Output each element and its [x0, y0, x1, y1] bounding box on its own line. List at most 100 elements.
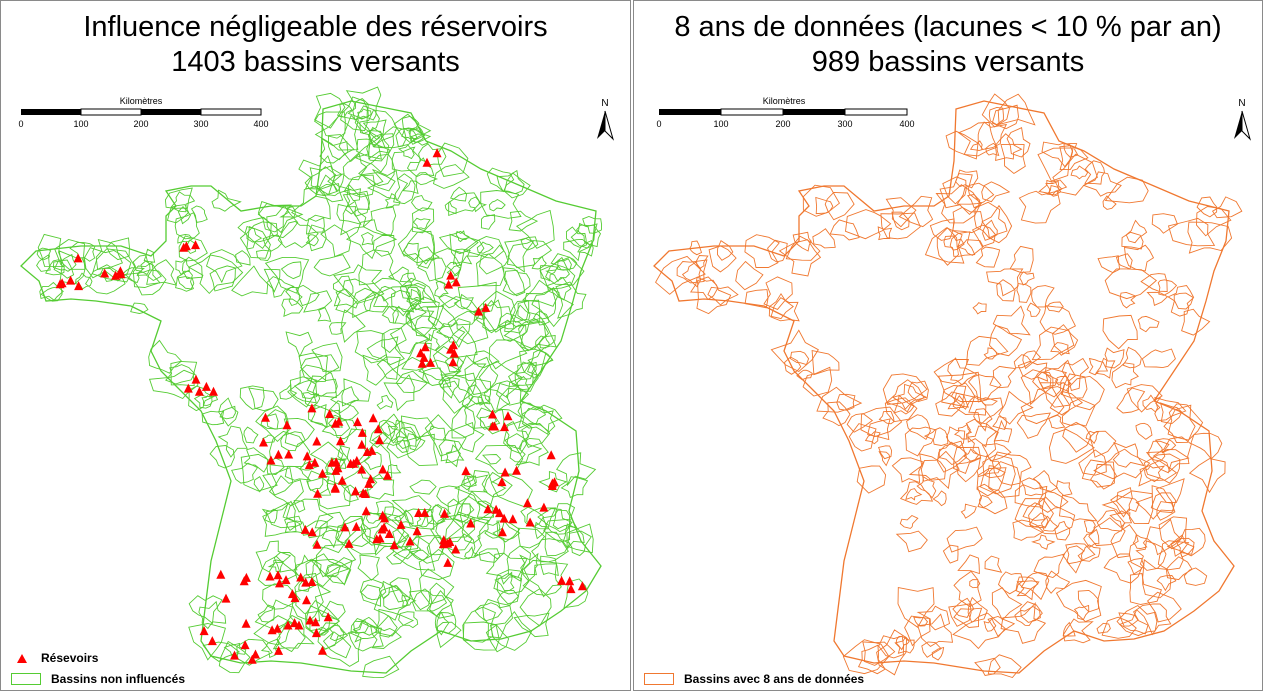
basin-outline: [1165, 556, 1193, 581]
reservoir-triangle-icon: [546, 450, 556, 460]
reservoir-triangle-icon: [443, 557, 453, 567]
basin-outline: [408, 590, 431, 611]
basin-outline: [392, 305, 413, 325]
basin-outline: [383, 585, 411, 611]
basin-outline: [1062, 545, 1084, 565]
basin-outline: [1095, 357, 1116, 379]
basin-outline: [979, 397, 998, 406]
basin-outline: [1052, 153, 1098, 196]
basin-outline: [375, 500, 395, 520]
orange-box-icon: [644, 673, 674, 685]
basin-outline: [219, 405, 236, 420]
reservoir-triangle-icon: [439, 535, 449, 545]
basin-outline: [976, 467, 1007, 497]
basin-outline: [399, 277, 437, 303]
basin-outline: [444, 200, 457, 215]
basin-outline: [165, 364, 195, 385]
basin-outline: [464, 356, 499, 395]
basin-outline: [387, 266, 413, 287]
basin-outline: [1041, 141, 1074, 168]
basin-outline: [796, 369, 813, 381]
basin-outline: [339, 428, 370, 469]
basin-outline: [947, 395, 965, 410]
basin-outline: [504, 237, 535, 273]
basin-outline: [935, 184, 981, 224]
basin-outline: [982, 219, 998, 241]
basin-outline: [432, 248, 465, 286]
basin-outline: [280, 261, 302, 280]
basin-outline: [393, 113, 432, 144]
basin-outline: [376, 285, 396, 302]
basin-outline: [1062, 398, 1096, 427]
reservoir-triangle-icon: [300, 524, 310, 534]
basin-outline: [1154, 396, 1187, 422]
basin-outline: [1013, 354, 1032, 369]
basin-outline: [537, 508, 573, 533]
basin-outline: [342, 190, 371, 217]
basin-outline: [273, 552, 298, 573]
basin-outline: [514, 437, 549, 466]
basin-outline: [516, 375, 530, 391]
basin-outline: [717, 240, 734, 261]
reservoir-triangle-icon: [351, 521, 361, 531]
reservoir-triangle-icon: [331, 465, 341, 475]
basin-outline: [280, 431, 306, 452]
basin-outline: [974, 657, 1001, 676]
basin-outline: [343, 484, 359, 503]
basin-outline: [419, 568, 455, 605]
basin-outline: [952, 206, 984, 234]
basin-outline: [257, 201, 292, 233]
basin-outline: [124, 269, 167, 296]
reservoir-triangle-icon: [357, 439, 367, 449]
basin-outline: [848, 423, 877, 452]
basin-outline: [1167, 403, 1204, 441]
basin-outline: [884, 397, 918, 423]
basin-outline: [246, 225, 271, 259]
basin-outline: [311, 342, 343, 372]
basin-outline: [1016, 412, 1051, 439]
scale-segment: [141, 109, 201, 115]
basin-outline: [399, 272, 416, 283]
basin-outline: [1135, 422, 1153, 440]
basin-outline: [344, 525, 382, 555]
basin-outline: [989, 324, 1023, 357]
basin-outline: [376, 394, 394, 410]
basin-outline: [921, 641, 942, 658]
basin-outline: [1073, 604, 1090, 621]
basin-outline: [931, 646, 945, 661]
basin-outline: [1137, 315, 1160, 333]
reservoir-triangle-icon: [216, 569, 226, 579]
basin-outline: [1019, 271, 1035, 286]
basin-outline: [882, 373, 928, 405]
basin-outline: [907, 380, 929, 402]
basin-outline: [905, 488, 923, 501]
reservoir-triangle-icon: [310, 457, 320, 467]
legend-item-basins: Bassins avec 8 ans de données: [644, 672, 864, 686]
reservoir-triangle-icon: [307, 527, 317, 537]
basin-outline: [39, 281, 64, 301]
basin-outline: [480, 214, 496, 230]
basin-outline: [949, 231, 976, 257]
reservoir-triangle-icon: [373, 424, 383, 434]
basin-outline: [337, 445, 351, 460]
basin-outline: [269, 430, 311, 468]
reservoir-triangle-icon: [417, 358, 427, 368]
basin-outline: [1088, 357, 1109, 376]
red-triangle-icon: [17, 653, 27, 663]
basin-outline: [816, 386, 863, 413]
basin-outline: [1151, 213, 1178, 234]
reservoir-triangle-icon: [199, 626, 209, 636]
green-box-icon: [11, 673, 41, 685]
basin-outline: [708, 245, 737, 273]
basin-outline: [1049, 390, 1083, 416]
basin-outline: [178, 235, 208, 262]
basin-outline: [938, 371, 982, 402]
basin-outline: [953, 423, 973, 440]
basin-outline: [211, 189, 242, 212]
basin-outline: [988, 461, 1021, 498]
basin-outline: [981, 204, 1013, 244]
basin-outline: [971, 224, 996, 248]
basin-outline: [1020, 477, 1044, 497]
basin-outline: [539, 265, 558, 282]
basin-outline: [867, 418, 891, 441]
